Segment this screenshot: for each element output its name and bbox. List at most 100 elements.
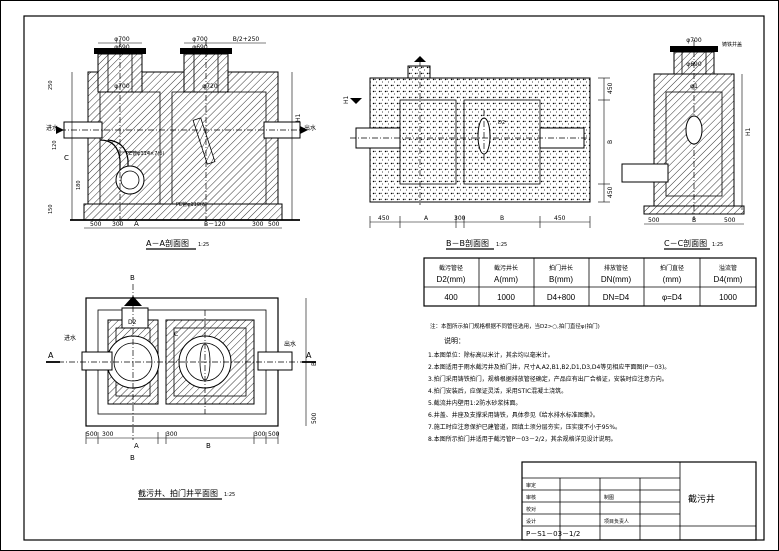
cc-dim-500-right: 500	[724, 217, 736, 224]
table-header-5-line1: 拍门直径	[660, 264, 684, 272]
aa-dim-b120: B－120	[204, 221, 226, 228]
bb-section-arrow-icon	[350, 98, 362, 104]
aa-outlet-arrow-icon	[300, 126, 308, 134]
note-item-5: 5.截流井内壁用1:2防水砂浆抹面。	[428, 399, 521, 407]
aa-outer-wall	[87, 71, 279, 221]
plan-title: 截污井、拍门井平面图	[138, 488, 218, 498]
aa-scale: 1:25	[198, 242, 209, 248]
notes-block: 注：本图所示拍门规格根据不同管径选用，当D2>○,拍门直径φ(拍门) 说明： 1…	[428, 322, 670, 443]
aa-dim-500: 500	[90, 221, 102, 228]
note-item-7: 7.施工时应注意保护已建管道，回填土须分层夯实，压实度不小于95%。	[428, 423, 621, 431]
aa-dim-120: 120	[52, 140, 58, 150]
plan-section-a-right: A	[306, 351, 312, 360]
cc-title: C－C剖面图	[664, 238, 707, 248]
plan-top-pipe	[121, 307, 149, 329]
table-cell-6: 1000	[719, 293, 737, 302]
table-header-3-line2: B(mm)	[549, 275, 573, 284]
title-row-4: 设计	[526, 518, 536, 525]
plan-dim-b: B	[206, 442, 211, 450]
note-item-8: 8.本图所示拍门井适用于截污管P－03－2/2，其余规格详见设计说明。	[428, 435, 617, 443]
notes-intro: 注：本图所示拍门规格根据不同管径选用，当D2>○,拍门直径φ(拍门)	[430, 322, 600, 330]
aa-dim-phi720: φ720	[202, 83, 218, 90]
aa-dim-500r: 500	[268, 221, 280, 228]
cc-inlet-pipe	[621, 163, 669, 183]
aa-dim-phi700-right: φ700	[192, 36, 208, 43]
plan-section-b-top: B	[130, 274, 135, 282]
title-drawing-number: P－S1－03－1/2	[526, 530, 580, 538]
aa-note-pe1: PE管φ114×7(δ)	[126, 150, 164, 157]
cc-scale: 1:25	[712, 242, 723, 248]
aa-dim-250: 250	[48, 80, 54, 90]
table-header-1-line2: D2(mm)	[437, 275, 466, 284]
note-item-1: 1.本图单位：除标高以米计，其余均以毫米计。	[428, 351, 554, 359]
plan-section-b-bottom: B	[130, 454, 135, 462]
note-item-2: 2.本图适用于雨水截污井及拍门井，尺寸A,A2,B1,B2,D1,D3,D4等见…	[428, 363, 670, 371]
cc-dim-phi700: φ700	[686, 37, 702, 44]
cc-h1: H1	[745, 127, 752, 136]
plan-d2: D2	[128, 319, 137, 326]
table-header-2-line1: 截污井长	[494, 264, 518, 272]
section-cc: φ700 φ690 φ1 铸铁井盖 H1 500 B 500 C－C剖面图 1:…	[621, 37, 752, 250]
title-row-2: 审核	[526, 494, 536, 501]
title-row-5: 制图	[604, 494, 614, 501]
aa-dim-phi700-left: φ700	[114, 36, 130, 43]
aa-dim-300: 300	[112, 221, 124, 228]
table-row: 400 1000 D4+800 DN=D4 φ=D4 1000	[444, 293, 737, 302]
table-cell-2: 1000	[497, 293, 515, 302]
plan-vdim-b: B	[311, 362, 318, 366]
bb-dim-a: A	[424, 215, 429, 222]
plan-section-c: C	[174, 331, 178, 338]
table-cell-5: φ=D4	[662, 293, 683, 302]
title-row-6: 项目负责人	[604, 518, 629, 525]
plan-scale: 1:25	[224, 492, 235, 498]
plan-view: D2 进水 出水 A A B B C 500 300 A 300 B 300 5…	[46, 274, 318, 500]
plan-outlet-label: 出水	[284, 340, 296, 348]
plan-dim-300-right: 300	[254, 431, 266, 438]
aa-note-pe2: PE管φ110(δ)	[176, 201, 207, 208]
bb-vdim-450-bottom: 450	[607, 186, 614, 198]
title-block: 审定 审核 校对 设计 制图 项目负责人 截污井 P－S1－03－1/2	[521, 461, 757, 541]
note-item-6: 6.井盖、井座及支撑采用铸铁，具体参见《给水排水标准图集》。	[428, 411, 599, 419]
table-header-6-line2: D4(mm)	[714, 275, 743, 284]
aa-bottom-pipe	[115, 165, 145, 195]
aa-inlet-arrow-icon	[56, 126, 64, 134]
cc-flap-gate	[685, 115, 703, 145]
bb-up-arrow-icon	[414, 56, 426, 62]
cc-dim-b: B	[692, 217, 696, 224]
notes-heading: 说明：	[444, 336, 465, 345]
aa-dim-c: C	[64, 154, 69, 162]
plan-section-a-left: A	[48, 351, 54, 360]
aa-dim-phi700-l2: φ700	[114, 83, 130, 90]
table-cell-4: DN=D4	[603, 293, 630, 302]
table-cell-1: 400	[444, 293, 458, 302]
plan-inlet-label: 进水	[64, 334, 76, 342]
aa-dim-a: A	[134, 220, 139, 228]
cc-dim-500: 500	[648, 217, 660, 224]
bb-neck	[407, 65, 431, 79]
table-header-3-line1: 拍门井长	[549, 264, 573, 272]
table-header-4-line1: 排放管径	[604, 264, 628, 272]
aa-title: A－A剖面图	[146, 238, 189, 248]
title-row-3: 校对	[526, 506, 536, 513]
bb-h1: H1	[343, 95, 350, 104]
aa-outlet-label: 出水	[304, 124, 316, 132]
bb-title: B－B剖面图	[446, 238, 489, 248]
title-row-1: 审定	[526, 482, 536, 489]
table-cell-3: D4+800	[547, 293, 576, 302]
plan-inlet-pipe	[81, 351, 113, 371]
plan-dim-300: 300	[102, 431, 114, 438]
aa-dim-150: 150	[48, 204, 54, 214]
title-drawing-title: 截污井	[688, 493, 715, 505]
plan-dim-500: 500	[86, 431, 98, 438]
note-item-4: 4.拍门安装后，应保证灵活，采用STIC混凝土浇筑。	[428, 387, 567, 395]
bb-dim-450-left: 450	[378, 215, 390, 222]
bb-scale: 1:25	[496, 242, 507, 248]
bb-dim-300: 300	[454, 215, 466, 222]
cc-dim-phi1: φ1	[690, 83, 698, 90]
table-header-2-line2: A(mm)	[494, 275, 518, 284]
spec-table: 截污管径 D2(mm) 截污井长 A(mm) 拍门井长 B(mm) 排放管径 D…	[423, 257, 757, 307]
table-header-1-line1: 截污管径	[439, 264, 463, 272]
plan-vdim-500: 500	[311, 412, 318, 424]
bb-vdim-b: B	[607, 140, 614, 144]
